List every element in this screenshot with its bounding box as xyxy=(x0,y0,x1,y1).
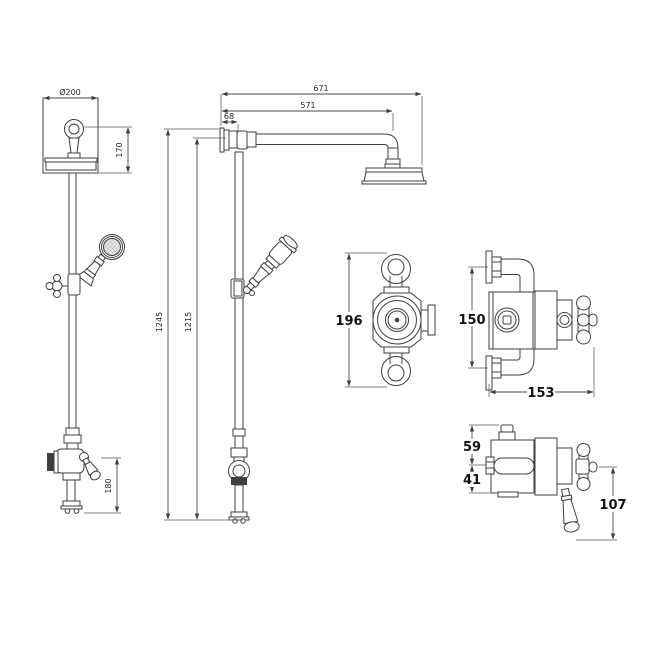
dim-valve-rear-upper: 59 xyxy=(463,440,481,455)
handset-side xyxy=(230,235,298,299)
handset-front xyxy=(45,234,125,298)
dim-head-diameter: Ø200 xyxy=(59,87,81,97)
dim-label-bg xyxy=(527,384,555,400)
shower-head-side xyxy=(365,167,423,173)
dim-valve-side-height: 150 xyxy=(458,313,485,328)
dim-label-bg xyxy=(460,310,484,326)
valve-bottom-lug xyxy=(381,356,411,386)
dim-valve-front-height: 196 xyxy=(335,314,362,329)
diverter-lever xyxy=(82,456,101,481)
dim-label-bg xyxy=(462,472,483,487)
side-view-shower-column xyxy=(219,127,427,524)
dim-diverter-drop: 180 xyxy=(104,478,113,493)
dim-head-drop: 170 xyxy=(115,142,124,157)
dim-valve-rear-lower: 41 xyxy=(463,473,481,488)
diverter-front xyxy=(47,427,101,514)
wall-plate-side xyxy=(219,127,225,153)
dimension-annotations: Ø200 170 180 671 571 68 1245 1215 196 xyxy=(43,84,627,541)
dim-label-bg xyxy=(462,439,483,454)
cross-handle-rear xyxy=(575,443,598,491)
valve-front-view xyxy=(372,254,436,386)
cross-handle-side xyxy=(576,295,598,345)
dim-rail-height: 1215 xyxy=(184,312,193,332)
valve-inlet-spout xyxy=(493,457,535,475)
flow-lever xyxy=(560,487,580,533)
wall-bracket-front xyxy=(64,119,84,139)
diverter-side xyxy=(228,428,250,524)
valve-top-lug xyxy=(381,254,411,284)
front-view-shower-column xyxy=(42,97,125,514)
dim-valve-side-width: 153 xyxy=(527,386,554,401)
valve-side-view xyxy=(485,250,598,391)
dim-label-bg xyxy=(599,496,627,512)
valve-rear-view xyxy=(485,424,598,533)
shower-arm-side xyxy=(251,133,399,155)
dim-arm-overall: 671 xyxy=(313,84,328,93)
handset-bracket-front xyxy=(67,273,81,296)
shower-head-front xyxy=(44,157,98,163)
dim-valve-handle-drop: 107 xyxy=(599,498,626,513)
dim-rail-overall: 1245 xyxy=(155,312,164,332)
dim-arm-reach: 571 xyxy=(300,101,315,110)
dim-wall-offset: 68 xyxy=(224,112,234,121)
dim-label-bg xyxy=(337,312,361,328)
